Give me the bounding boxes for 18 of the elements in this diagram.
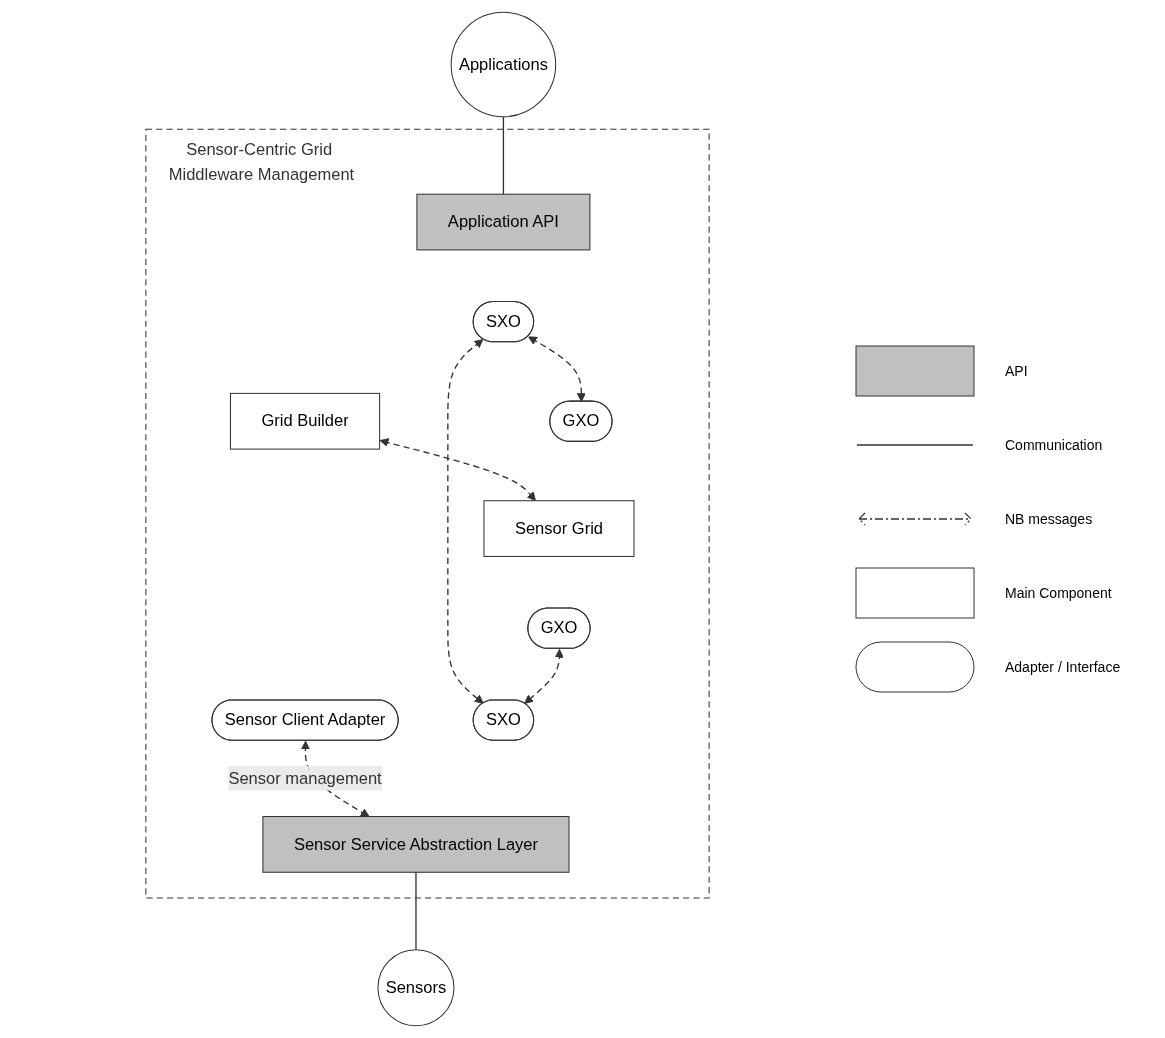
connector xyxy=(502,116,505,195)
node-box: Grid Builder xyxy=(229,392,381,450)
node-circle: Sensors xyxy=(377,949,455,1027)
legend-label: Communication xyxy=(1005,437,1103,453)
arrow xyxy=(447,339,484,704)
legend-label: Main Component xyxy=(1005,585,1112,601)
legend-label: NB messages xyxy=(1005,511,1093,527)
arrow xyxy=(524,648,564,704)
legend-label: Adapter / Interface xyxy=(1005,659,1121,675)
node-box: Sensor Grid xyxy=(483,500,635,557)
legend-label: API xyxy=(1005,363,1028,379)
node-circle: Applications xyxy=(450,11,557,118)
node-box: Sensor Service Abstraction Layer xyxy=(262,816,570,873)
arrow xyxy=(379,438,536,502)
node-box: Application API xyxy=(416,193,591,251)
edge-label: Sensor management xyxy=(228,769,382,787)
arrow xyxy=(528,336,586,403)
connector xyxy=(415,871,417,951)
